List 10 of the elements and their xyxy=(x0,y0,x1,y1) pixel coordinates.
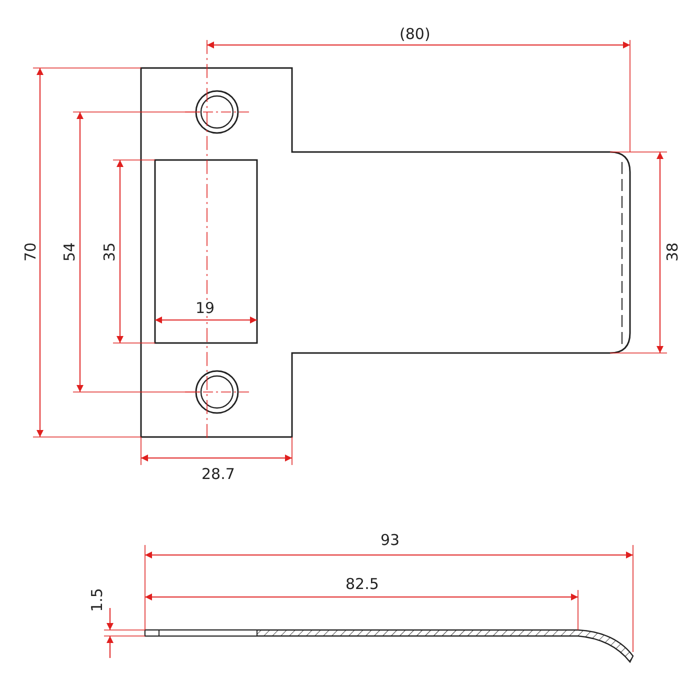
dimension-label: 93 xyxy=(380,532,401,548)
dimension-label: 19 xyxy=(194,300,216,316)
dimension-label: 54 xyxy=(61,241,78,263)
dimension-label: 1.5 xyxy=(88,587,105,613)
dimension-label: 28.7 xyxy=(200,466,236,482)
dimension-label: (80) xyxy=(398,26,432,42)
dimension-label: 38 xyxy=(664,241,680,263)
dimension-label: 35 xyxy=(101,241,118,263)
dimension-label: 70 xyxy=(22,241,38,263)
dimension-label: 82.5 xyxy=(344,576,380,592)
